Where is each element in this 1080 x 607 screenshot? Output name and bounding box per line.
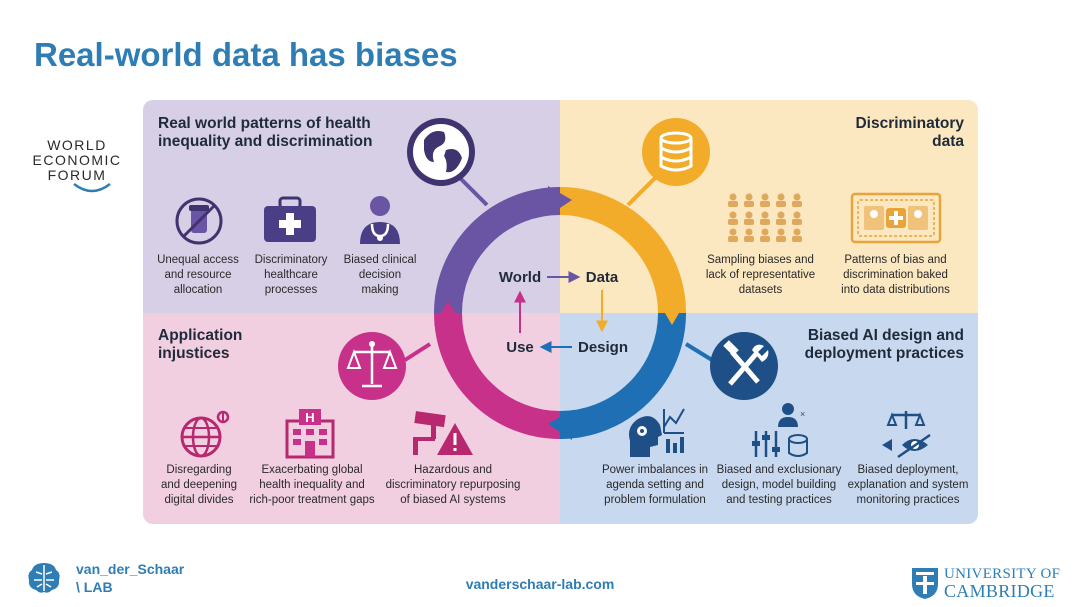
university-line1: UNIVERSITY OF: [944, 566, 1061, 582]
caption-hazardous-repurposing: Hazardous and discriminatory repurposing…: [385, 464, 521, 506]
wef-logo: WORLD ECONOMIC FORUM: [27, 138, 127, 183]
scales-eye-icon: [882, 411, 931, 459]
cambridge-logo: UNIVERSITY OF CAMBRIDGE: [944, 566, 1060, 600]
hospital-icon: H: [285, 409, 335, 459]
cambridge-crest-icon: [912, 568, 938, 599]
wef-logo-line3: FORUM: [47, 167, 107, 183]
slide-title: Real-world data has biases: [34, 36, 458, 73]
caption-exclusionary-design: Biased and exclusionary design, model bu…: [716, 464, 842, 506]
brain-icon: [28, 563, 60, 593]
quadrant-discriminatory-data: Discriminatory data: [560, 100, 978, 313]
biased-patterns-icon: [850, 192, 942, 244]
quadrant-title-line2: data: [932, 133, 964, 150]
quadrant-title-line1: Biased AI design and: [807, 327, 964, 344]
head-chart-icon: [629, 408, 685, 457]
quadrant-title-line2: deployment practices: [804, 345, 964, 362]
caption-biased-clinical: Biased clinical decision making: [343, 254, 417, 296]
caption-discriminatory-healthcare: Discriminatory healthcare processes: [254, 254, 328, 296]
caption-patterns-of-bias: Patterns of bias and discrimination bake…: [841, 254, 950, 296]
svg-text:H: H: [305, 410, 314, 425]
medical-kit-icon: [264, 196, 316, 242]
quadrant-title-line2: injustices: [158, 345, 230, 362]
quadrant-title-line1: Discriminatory: [855, 115, 964, 132]
network-globe-icon: [180, 410, 230, 458]
caption-unequal-access: Unequal access and resource allocation: [157, 254, 239, 296]
svg-text:×: ×: [800, 409, 805, 419]
camera-warning-icon: [413, 411, 473, 455]
lab-url-link[interactable]: vanderschaar-lab.com: [465, 576, 615, 592]
caption-sampling-biases: Sampling biases and lack of representati…: [705, 254, 816, 296]
wef-arc-icon: [73, 182, 111, 193]
lab-name: van_der_Schaar \ LAB: [76, 561, 185, 595]
wef-logo-line1: WORLD: [47, 137, 107, 153]
caption-power-imbalances: Power imbalances in agenda setting and p…: [601, 464, 709, 506]
quadrant-title-line1: Application: [158, 327, 243, 344]
quadrant-application-injustices: Application injustices H Disregarding an…: [143, 313, 560, 524]
people-grid-icon: [728, 193, 802, 242]
caption-biased-deployment: Biased deployment, explanation and syste…: [847, 464, 969, 506]
quadrant-title-line1: Real world patterns of health: [158, 115, 371, 132]
doctor-icon: [360, 196, 400, 244]
wef-logo-line2: ECONOMIC: [32, 152, 122, 168]
quadrant-title-line2: inequality and discrimination: [158, 133, 373, 150]
quadrant-biased-ai-design: Biased AI design and deployment practice…: [560, 313, 978, 524]
university-line2: CAMBRIDGE: [944, 581, 1055, 601]
sliders-database-icon: ×: [752, 403, 808, 457]
caption-health-inequality: Exacerbating global health inequality an…: [249, 464, 375, 506]
quadrant-real-world-patterns: Real world patterns of health inequality…: [143, 100, 560, 313]
caption-digital-divides: Disregarding and deepening digital divid…: [160, 464, 238, 506]
no-medicine-icon: [175, 197, 223, 245]
